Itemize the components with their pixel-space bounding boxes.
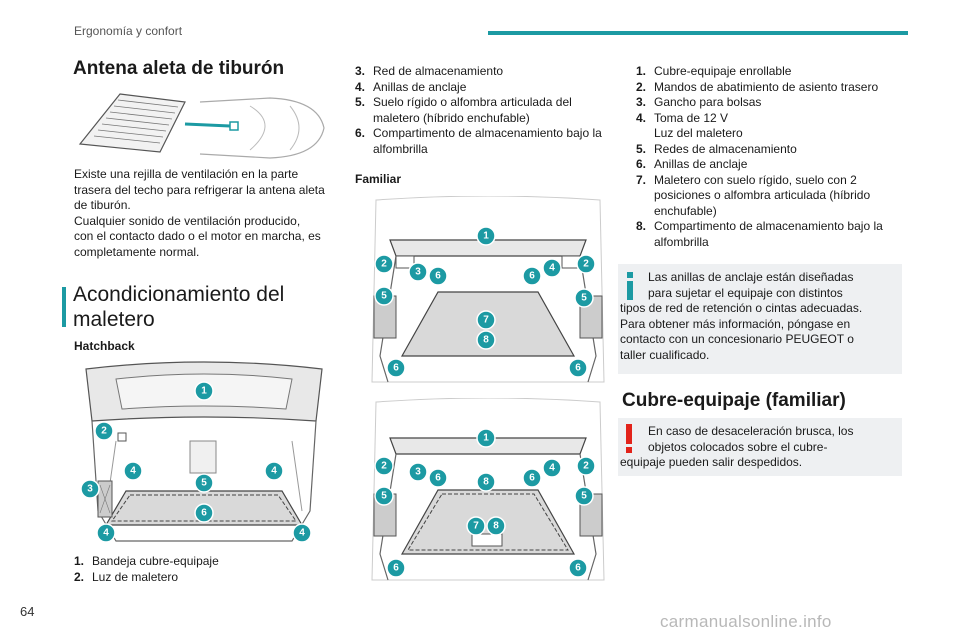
list-item: 8.Compartimento de almacenamiento bajo l… xyxy=(636,219,883,249)
warning-icon xyxy=(626,424,632,453)
svg-text:5: 5 xyxy=(201,478,207,489)
warning-box: En caso de desaceleración brusca, los ob… xyxy=(618,418,902,476)
estate-label: Familiar xyxy=(355,172,402,186)
cover-heading: Cubre-equipaje (familiar) xyxy=(622,390,846,411)
list-item: 2.Luz de maletero xyxy=(74,569,179,584)
svg-text:2: 2 xyxy=(101,426,107,437)
warning-text: equipaje pueden salir despedidos. xyxy=(620,455,803,469)
svg-text:1: 1 xyxy=(483,433,489,444)
antenna-heading: Antena aleta de tiburón xyxy=(73,58,285,79)
svg-text:5: 5 xyxy=(381,491,387,502)
running-header: Ergonomía y confort xyxy=(74,24,183,38)
watermark: carmanualsonline.info xyxy=(660,612,832,631)
list-item: 5.Redes de almacenamiento xyxy=(636,141,797,156)
hatchback-boot-figure: 1 2 3 4 4 5 6 4 4 xyxy=(76,361,332,547)
info-icon xyxy=(627,272,633,300)
svg-text:6: 6 xyxy=(529,271,535,282)
list-item: 4.Anillas de anclaje xyxy=(355,79,467,94)
svg-text:2: 2 xyxy=(381,461,387,472)
svg-text:6: 6 xyxy=(201,508,207,519)
boot-section-heading: Acondicionamiento del maletero xyxy=(73,283,285,331)
svg-text:6: 6 xyxy=(435,473,441,484)
svg-text:2: 2 xyxy=(583,259,589,270)
hatchback-label: Hatchback xyxy=(74,339,135,353)
svg-text:4: 4 xyxy=(549,263,555,274)
svg-text:6: 6 xyxy=(529,473,535,484)
svg-text:5: 5 xyxy=(381,291,387,302)
list-item: 5.Suelo rígido o alfombra articulada del… xyxy=(355,95,572,125)
section-marker xyxy=(62,287,66,327)
svg-text:3: 3 xyxy=(415,467,421,478)
svg-text:2: 2 xyxy=(381,259,387,270)
svg-text:5: 5 xyxy=(581,491,587,502)
list-item: 6.Compartimento de almacenamiento bajo l… xyxy=(355,126,602,156)
svg-text:6: 6 xyxy=(575,363,581,374)
svg-text:4: 4 xyxy=(549,463,555,474)
svg-text:6: 6 xyxy=(575,563,581,574)
hatchback-legend-list: 1.Bandeja cubre-equipaje 2.Luz de malete… xyxy=(74,554,334,585)
svg-text:7: 7 xyxy=(473,521,479,532)
list-item: 6.Anillas de anclaje xyxy=(636,157,748,171)
svg-text:5: 5 xyxy=(581,293,587,304)
svg-text:4: 4 xyxy=(103,528,109,539)
estate-legend-list: 1.Cubre-equipaje enrollable 2.Mandos de … xyxy=(636,64,901,250)
info-text-indented: Las anillas de anclaje están diseñadas p… xyxy=(648,270,854,300)
svg-text:1: 1 xyxy=(483,231,489,242)
svg-text:8: 8 xyxy=(483,335,489,346)
svg-text:4: 4 xyxy=(130,466,136,477)
svg-text:8: 8 xyxy=(493,521,499,532)
hatchback-legend-list-cont: 3.Red de almacenamiento 4.Anillas de anc… xyxy=(355,64,615,157)
svg-text:4: 4 xyxy=(299,528,305,539)
page-number: 64 xyxy=(20,604,35,619)
estate-boot-figure-top: 1 2 3 6 6 4 2 5 5 7 8 6 6 xyxy=(371,196,605,383)
svg-text:6: 6 xyxy=(393,563,399,574)
svg-text:3: 3 xyxy=(415,267,421,278)
svg-text:6: 6 xyxy=(435,271,441,282)
info-text: tipos de red de retención o cintas adecu… xyxy=(620,301,863,362)
svg-text:7: 7 xyxy=(483,315,489,326)
info-box: Las anillas de anclaje están diseñadas p… xyxy=(618,264,902,374)
list-item: 1.Bandeja cubre-equipaje xyxy=(74,554,219,568)
antenna-paragraph: Existe una rejilla de ventilación en la … xyxy=(74,167,325,259)
header-accent-bar xyxy=(488,31,908,35)
list-item: 7.Maletero con suelo rígido, suelo con 2… xyxy=(636,172,871,218)
svg-text:8: 8 xyxy=(483,477,489,488)
list-item: 3.Red de almacenamiento xyxy=(355,64,504,78)
svg-text:4: 4 xyxy=(271,466,277,477)
svg-text:3: 3 xyxy=(87,484,93,495)
svg-text:2: 2 xyxy=(583,461,589,472)
list-item: 2.Mandos de abatimiento de asiento trase… xyxy=(636,79,879,94)
svg-text:1: 1 xyxy=(201,386,207,397)
estate-boot-figure-bottom: 1 2 3 6 8 6 4 2 5 5 7 8 6 6 xyxy=(371,398,605,581)
list-item: 3.Gancho para bolsas xyxy=(636,95,762,109)
list-item: 1.Cubre-equipaje enrollable xyxy=(636,64,792,78)
svg-text:6: 6 xyxy=(393,363,399,374)
antenna-figure xyxy=(78,93,325,159)
warning-text-indented: En caso de desaceleración brusca, los ob… xyxy=(648,424,854,454)
